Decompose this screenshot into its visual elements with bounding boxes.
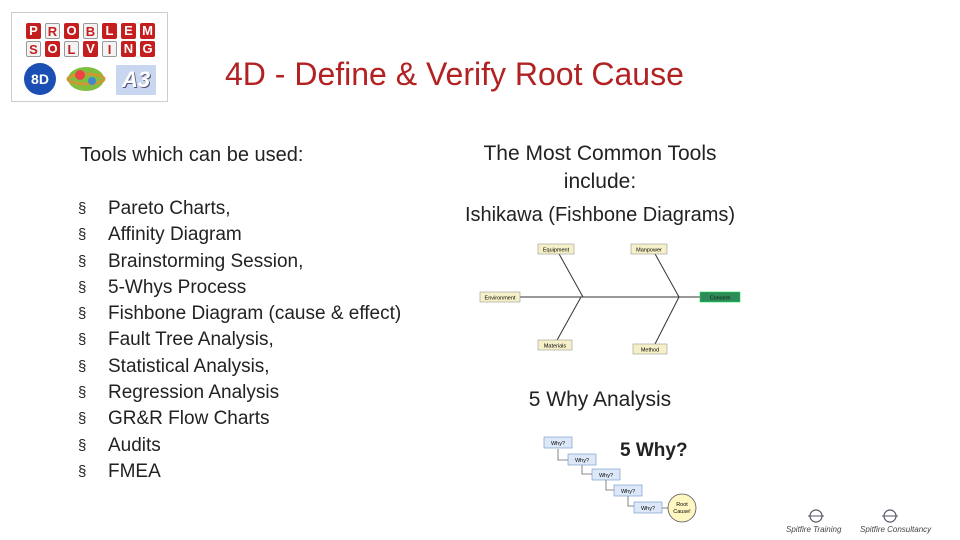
fishbone-label: Concern — [710, 296, 731, 302]
spitfire-training-logo: Spitfire Training — [786, 508, 864, 534]
spitfire-emblem-icon — [882, 509, 898, 523]
logo-letter-tile: R — [45, 23, 60, 39]
fishbone-box-manpower: Manpower — [630, 243, 668, 255]
badge-8d: 8D — [24, 63, 56, 95]
why-step: Why? — [633, 501, 663, 514]
list-item: Fishbone Diagram (cause & effect) — [78, 301, 408, 328]
svg-text:Why?: Why? — [551, 441, 565, 447]
logo-letter-tile: O — [45, 41, 60, 57]
svg-text:Why?: Why? — [575, 458, 589, 464]
list-item: Fault Tree Analysis, — [78, 327, 408, 354]
logo-letter-tile: B — [83, 23, 98, 39]
svg-text:Why?: Why? — [621, 489, 635, 495]
svg-text:Cause!: Cause! — [673, 509, 691, 515]
badge-a3: A3 — [116, 65, 156, 95]
ishikawa-label: Ishikawa (Fishbone Diagrams) — [464, 204, 736, 226]
svg-text:Why?: Why? — [599, 473, 613, 479]
tools-heading: Tools which can be used: — [80, 144, 304, 166]
list-item: Brainstorming Session, — [78, 249, 408, 276]
logo-letter-tile: L — [102, 23, 117, 39]
svg-text:Root: Root — [676, 502, 688, 508]
five-why-diagram: 5 Why? Why? Why? Why? Why? Why? Root Cau… — [543, 436, 697, 523]
list-item: Audits — [78, 433, 408, 460]
fishbone-label: Materials — [544, 344, 567, 350]
spitfire-emblem-icon — [808, 509, 824, 523]
fishbone-box-equipment: Equipment — [537, 243, 575, 255]
page-title: 4D - Define & Verify Root Cause — [225, 56, 684, 92]
why-step: Why? — [591, 468, 621, 481]
list-item: Pareto Charts, — [78, 196, 408, 223]
fishbone-bone — [653, 296, 680, 347]
list-item: GR&R Flow Charts — [78, 406, 408, 433]
why-step: Why? — [567, 453, 597, 466]
list-item: Regression Analysis — [78, 380, 408, 407]
logo-letter-tile: S — [26, 41, 41, 57]
list-item: Statistical Analysis, — [78, 354, 408, 381]
fishbone-box-concern: Concern — [699, 291, 741, 303]
logo-letter-tile: P — [26, 23, 41, 39]
common-tools-line1: The Most Common Tools — [483, 142, 717, 165]
five-why-title: 5 Why? — [620, 440, 688, 461]
why-step: Why? — [543, 436, 573, 449]
fishbone-bone — [653, 251, 680, 298]
fishbone-label: Method — [641, 348, 659, 354]
why-connector — [581, 463, 592, 475]
fishbone-diagram: Equipment Manpower Environment Concern M… — [479, 243, 741, 355]
why-connector — [605, 478, 614, 491]
logo-letter-tile: O — [64, 23, 79, 39]
why-step: Why? — [613, 484, 643, 497]
logo-letter-tile: G — [140, 41, 155, 57]
logo-letter-tile: V — [83, 41, 98, 57]
globe-icon — [66, 63, 106, 95]
logo-letter-tile: L — [64, 41, 79, 57]
fishbone-label: Equipment — [543, 248, 570, 254]
logo-letter-tile: N — [121, 41, 136, 57]
fishbone-label: Environment — [485, 296, 516, 302]
fishbone-box-materials: Materials — [537, 339, 573, 351]
why-connector — [627, 494, 634, 507]
fishbone-box-environment: Environment — [479, 291, 521, 303]
fishbone-bone — [555, 296, 582, 343]
logo-letter-tile: M — [140, 23, 155, 39]
spitfire-consultancy-logo: Spitfire Consultancy — [860, 508, 938, 534]
svg-text:Why?: Why? — [641, 506, 655, 512]
fishbone-bone — [557, 251, 584, 298]
five-why-label: 5 Why Analysis — [528, 388, 672, 411]
tools-list: Pareto Charts, Affinity Diagram Brainsto… — [78, 196, 408, 486]
common-tools-line2: include: — [563, 170, 637, 193]
root-cause-circle: Root Cause! — [667, 493, 697, 523]
logo-letter-tile: E — [121, 23, 136, 39]
list-item: Affinity Diagram — [78, 222, 408, 249]
logo-letter-tile: I — [102, 41, 117, 57]
fishbone-label: Manpower — [636, 248, 662, 254]
common-tools-heading: The Most Common Tools include: — [440, 140, 760, 196]
why-connector — [557, 449, 568, 461]
list-item: 5-Whys Process — [78, 275, 408, 302]
fishbone-box-method: Method — [632, 343, 668, 355]
list-item: FMEA — [78, 459, 408, 486]
